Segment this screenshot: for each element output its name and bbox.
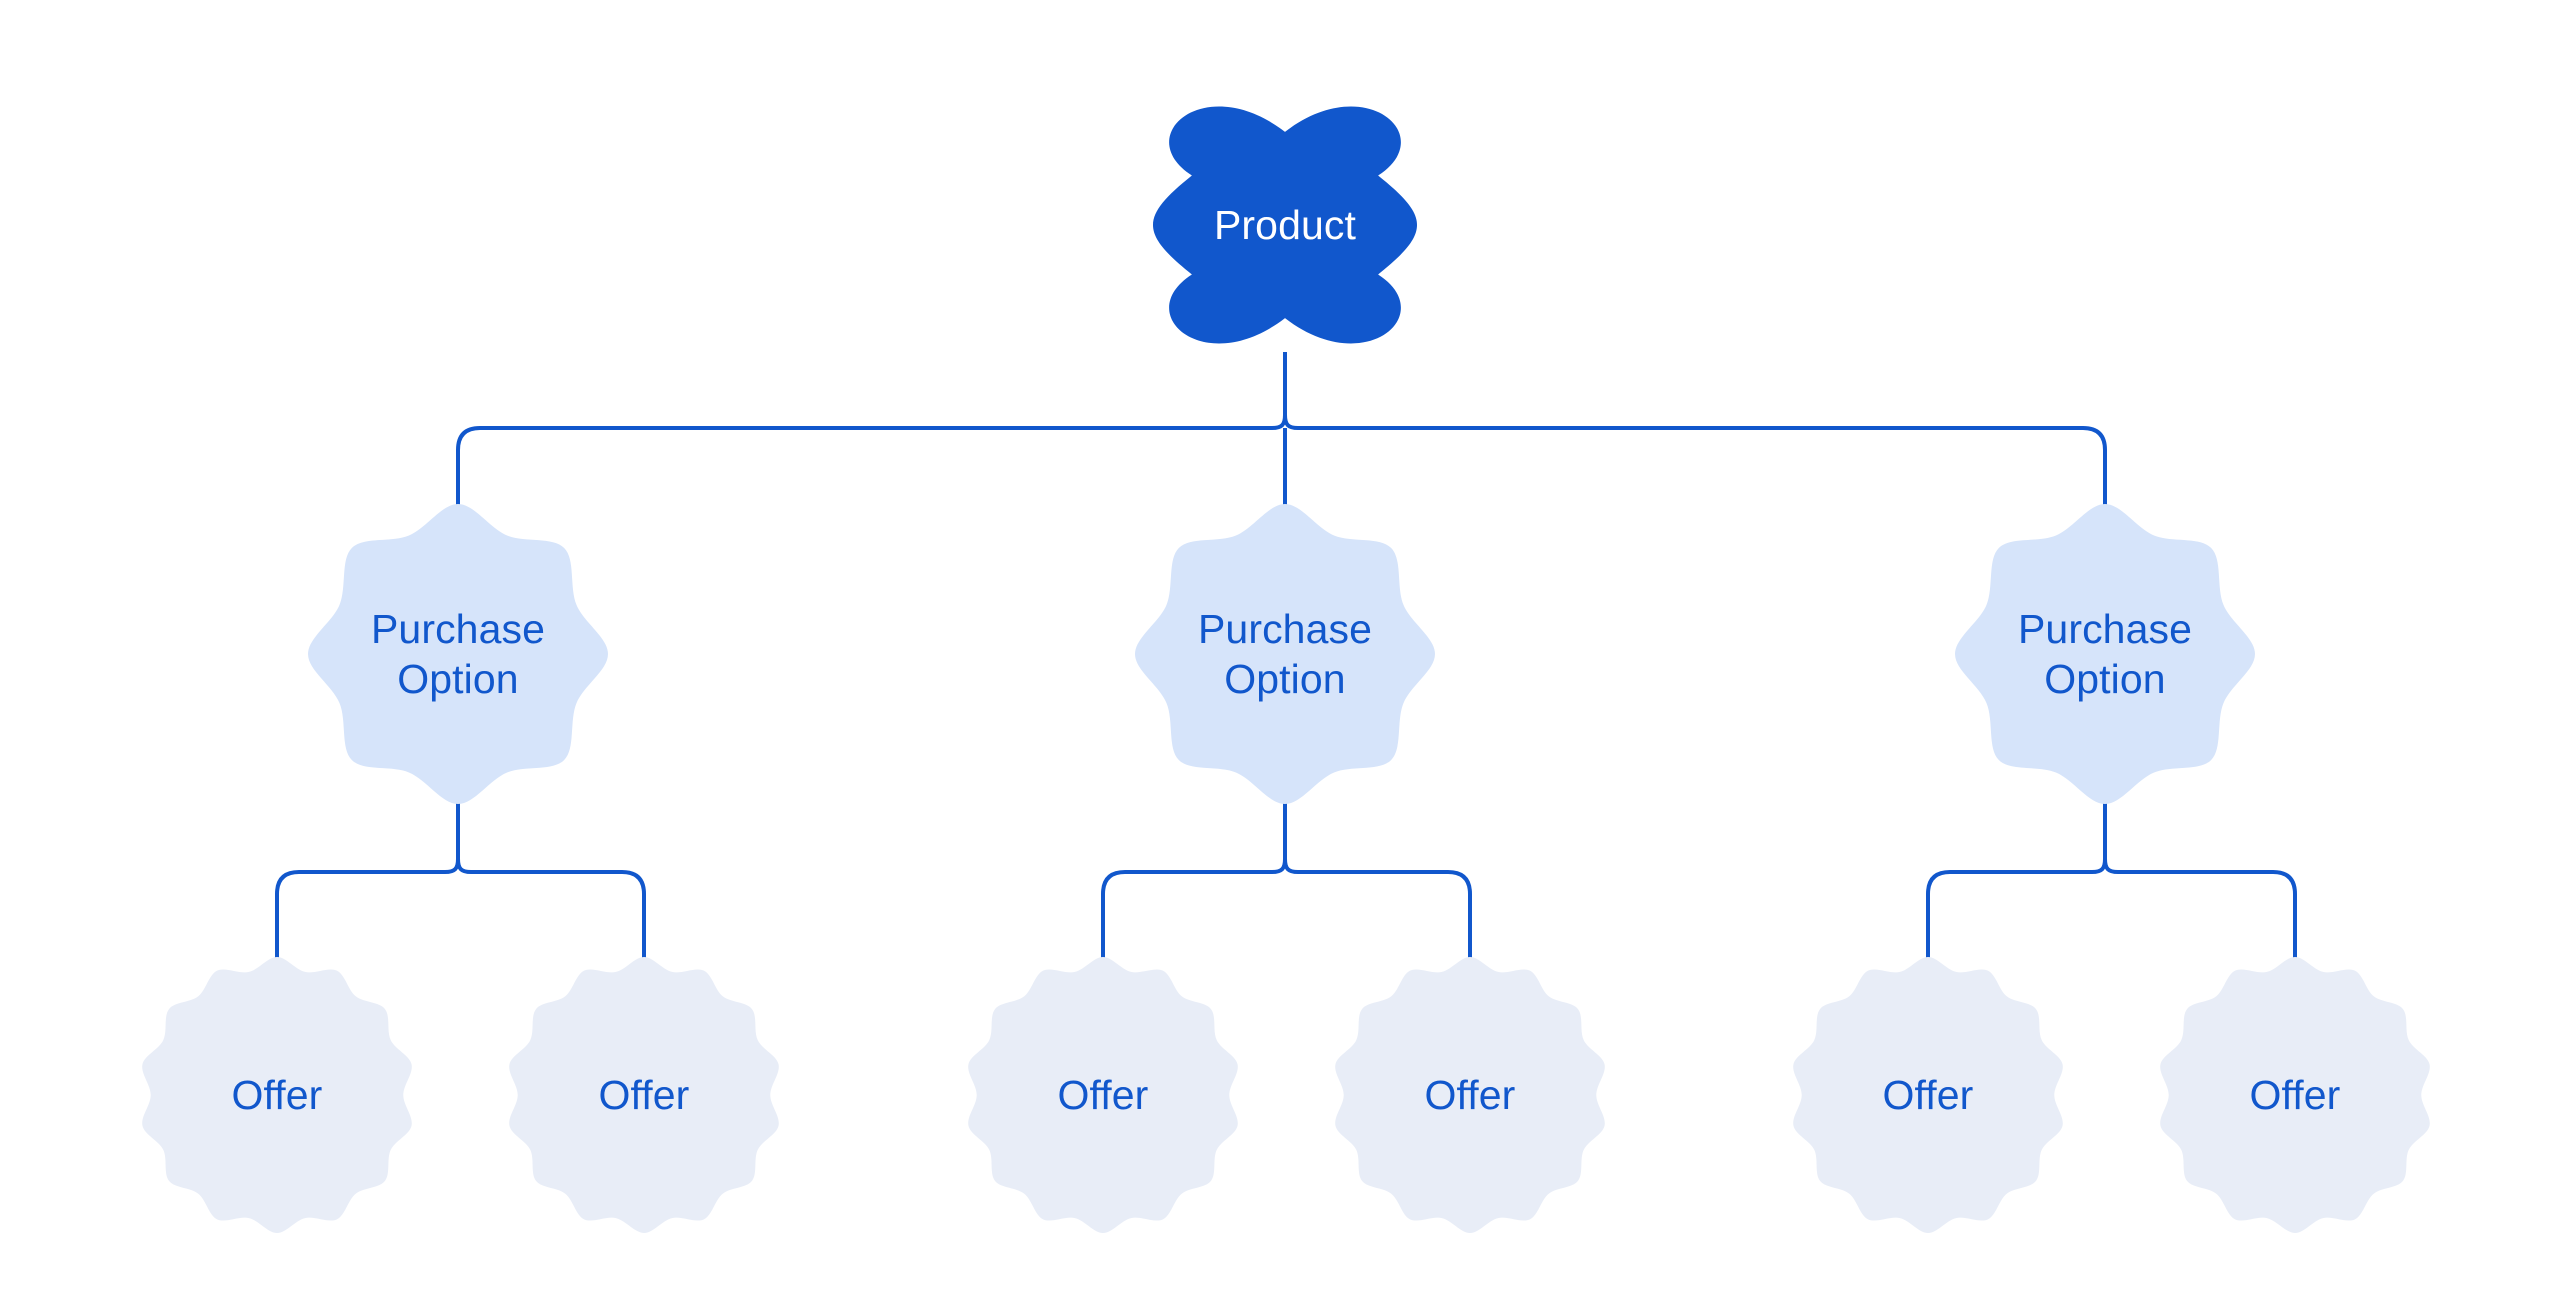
connector-option-2-to-offers-branch-right [1298,870,1472,963]
offer-node-2-shape[interactable] [509,957,779,1233]
connector-option-3-to-offers-branch-left [1926,870,2092,963]
purchase-option-node-3-shape[interactable] [1955,504,2255,804]
offer-node-1-shape[interactable] [142,957,412,1233]
product-node-shape[interactable] [1152,106,1418,344]
connector-option-2-to-offers-branch-left [1101,870,1272,963]
offer-node-3-shape[interactable] [968,957,1238,1233]
connector-product-to-options-branch-left [456,426,1272,508]
connector-option-2-to-offers-stem-left-flare [1271,858,1287,874]
purchase-option-node-2-shape[interactable] [1135,504,1435,804]
offer-node-4-shape[interactable] [1335,957,1605,1233]
connector-layer [275,352,2297,963]
node-layer [142,106,2430,1233]
connector-option-3-to-offers-branch-right [2118,870,2297,963]
offer-node-5-shape[interactable] [1793,957,2063,1233]
connector-product-to-options-branch-right [1298,426,2107,508]
connector-option-3-to-offers-stem-left-flare [2091,858,2107,874]
offer-node-6-shape[interactable] [2160,957,2430,1233]
purchase-option-node-1-shape[interactable] [308,504,608,804]
connector-option-1-to-offers-stem-left-flare [444,858,460,874]
connector-option-1-to-offers-branch-right [471,870,646,963]
connector-product-to-options-stem-left-flare [1271,414,1287,430]
connector-option-1-to-offers-branch-left [275,870,445,963]
